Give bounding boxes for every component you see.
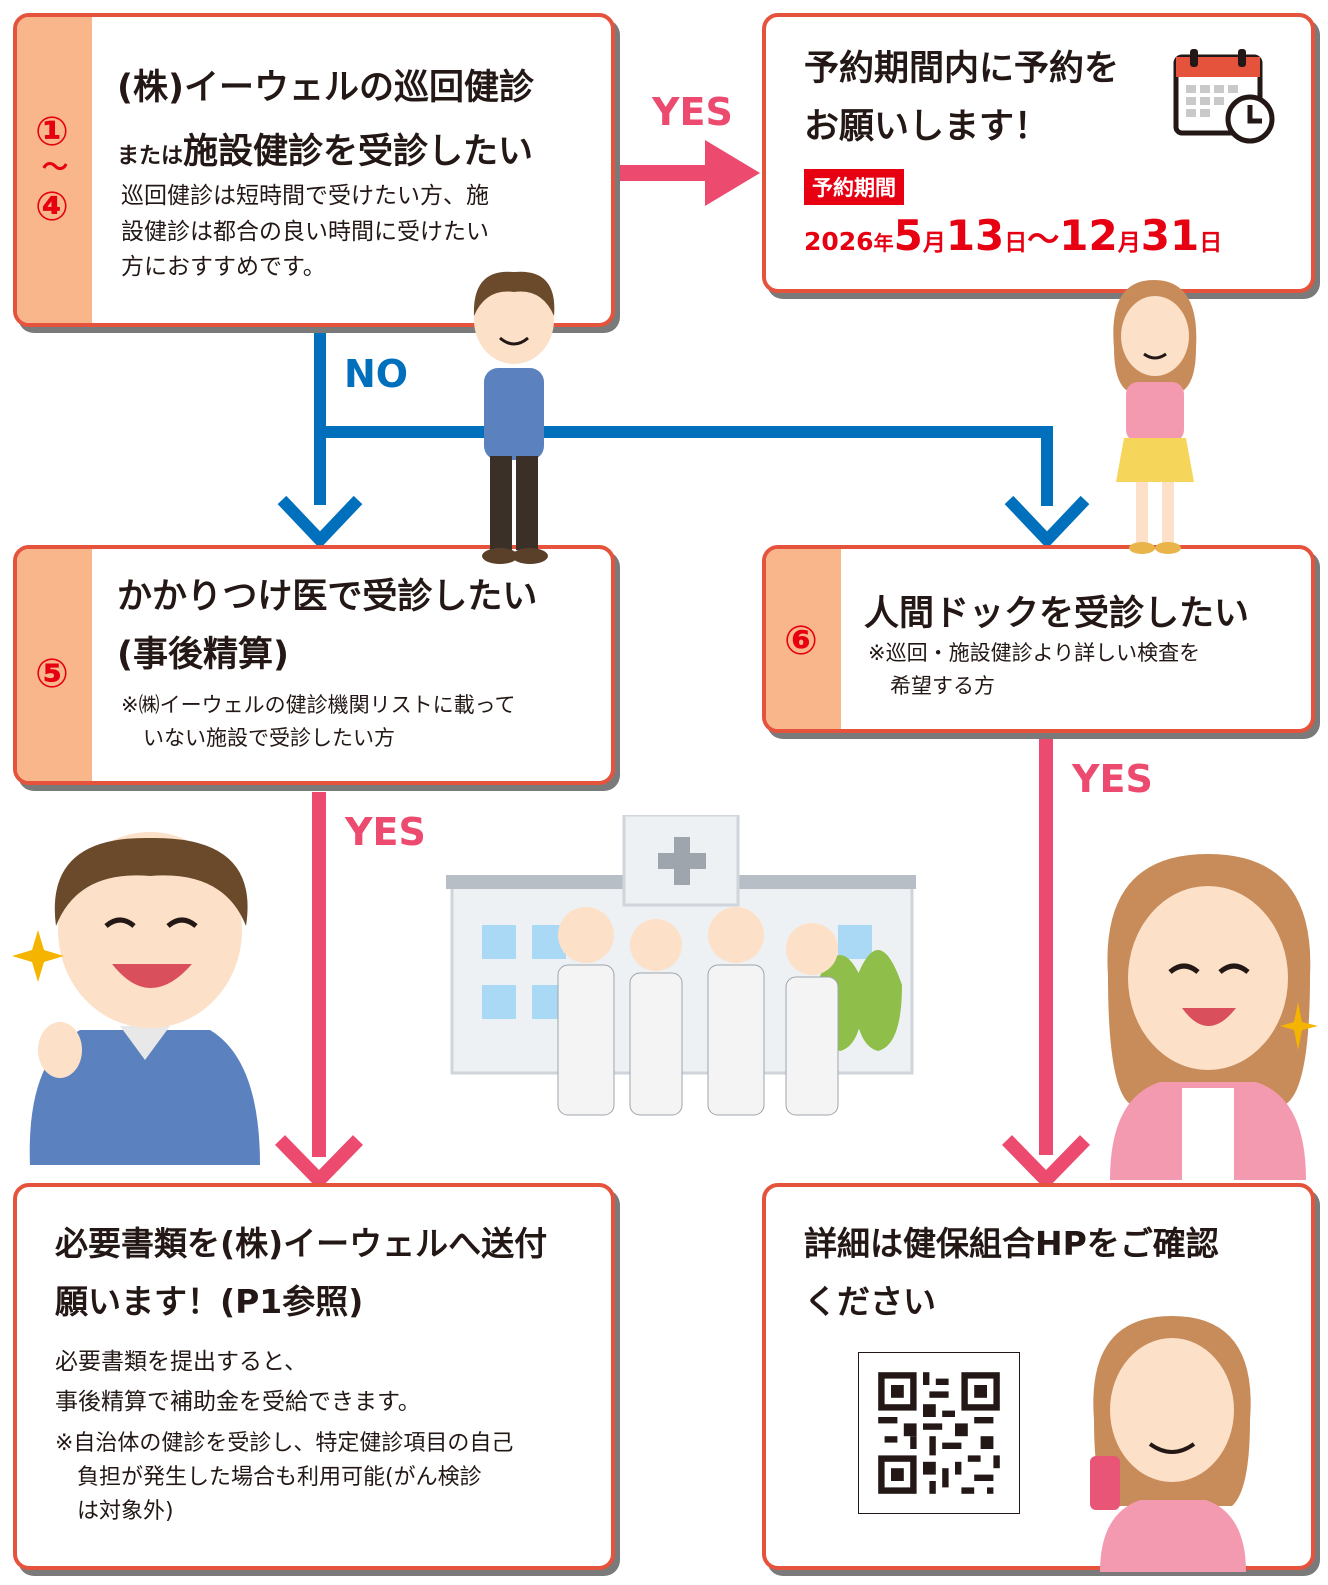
- character-man-standing: [473, 271, 555, 564]
- yes-arrow-right: [1001, 735, 1091, 1191]
- box-title: 人間ドックを受診したい: [864, 594, 1250, 634]
- hospital-illustration: [446, 815, 916, 1116]
- step-number-start: ①: [35, 109, 69, 155]
- box-note: ※自治体の健診を受診し、特定健診項目の自己 負担が発生した場合も利用可能(がん検…: [55, 1427, 513, 1529]
- yes-label-right: YES: [1072, 757, 1153, 801]
- box-mobile-facility-checkup: ① ～ ④ (株)イーウェルの巡回健診 または施設健診を受診したい 巡回健診は短…: [13, 13, 615, 327]
- period-year-unit: 年: [873, 231, 894, 255]
- box-title-line1: (株)イーウェルの巡回健診: [117, 68, 534, 108]
- title-line: (事後精算): [117, 634, 289, 675]
- note-line: 方におすすめです。: [121, 254, 326, 281]
- period-month-unit: 月: [1117, 230, 1141, 256]
- yes-label-left: YES: [345, 810, 426, 854]
- period-day-unit: 日: [1199, 230, 1223, 256]
- step-tab: [17, 549, 92, 781]
- phone-icon: [1090, 1456, 1120, 1510]
- period-end-month: 12: [1059, 211, 1118, 260]
- box-body: 必要書類を提出すると、 事後精算で補助金を受給できます。: [55, 1342, 421, 1423]
- character-man-cheering: [12, 832, 261, 1165]
- box-family-doctor: ⑤ かかりつけ医で受診したい (事後精算) ※㈱イーウェルの健診機関リストに載っ…: [13, 545, 615, 785]
- sparkle-icon: [12, 930, 64, 982]
- note-line: いない施設で受診したい方: [143, 725, 395, 750]
- body-line: 必要書類を提出すると、: [55, 1349, 308, 1375]
- box-title-line2: または施設健診を受診したい: [117, 123, 533, 174]
- step-number-end: ④: [35, 184, 69, 230]
- note-line: ※巡回・施設健診より詳しい検査を: [868, 641, 1201, 665]
- note-line: ※自治体の健診を受診し、特定健診項目の自己: [55, 1431, 514, 1456]
- yes-arrow-top: [618, 140, 760, 206]
- step-number: ⑤: [35, 651, 69, 697]
- step-tab: [766, 549, 841, 729]
- title-line: お願いします！: [804, 106, 1050, 147]
- yes-arrow-left: [274, 792, 364, 1191]
- sparkle-icon: [1280, 1002, 1318, 1050]
- box-note: ※巡回・施設健診より詳しい検査を 希望する方: [868, 637, 1200, 702]
- box-note: ※㈱イーウェルの健診機関リストに載って いない施設で受診したい方: [121, 689, 516, 754]
- box-submit-documents: 必要書類を(株)イーウェルへ送付 願います！(P1参照) 必要書類を提出すると、…: [13, 1183, 615, 1570]
- box-reservation: 予約期間内に予約を お願いします！ 予約期間 2026年5月13日～12月31日: [762, 13, 1315, 293]
- yes-label-top: YES: [652, 90, 733, 134]
- note-line: 設健診は都合の良い時間に受けたい: [121, 218, 489, 245]
- character-woman-cheering: [1107, 854, 1311, 1180]
- box-title: 詳細は健保組合HPをご確認 ください: [804, 1215, 1219, 1331]
- period-start-month: 5: [893, 211, 923, 260]
- calendar-clock-icon: [1173, 49, 1275, 144]
- note-line: ※㈱イーウェルの健診機関リストに載って: [121, 693, 516, 717]
- box-title: かかりつけ医で受診したい (事後精算): [117, 569, 537, 685]
- period-tilde: ～: [1027, 220, 1060, 258]
- title-prefix: または: [117, 144, 184, 169]
- note-line: 希望する方: [890, 673, 995, 698]
- title-line: 詳細は健保組合HPをご確認: [804, 1224, 1219, 1263]
- character-woman-standing: [1113, 280, 1197, 554]
- note-line: 負担が発生した場合も利用可能(がん検診: [77, 1465, 482, 1491]
- period-end-day: 31: [1140, 211, 1200, 260]
- period-year: 2026: [804, 227, 874, 256]
- box-note: 巡回健診は短時間で受けたい方、施 設健診は都合の良い時間に受けたい 方におすすめ…: [121, 179, 489, 286]
- title-line: 予約期間内に予約を: [804, 49, 1120, 89]
- title-line: 願います！(P1参照): [55, 1281, 364, 1321]
- title-line: ください: [804, 1281, 936, 1321]
- qr-code[interactable]: [858, 1352, 1020, 1514]
- box-health-dock: ⑥ 人間ドックを受診したい ※巡回・施設健診より詳しい検査を 希望する方: [762, 545, 1315, 733]
- step-number: ⑥: [784, 618, 818, 664]
- period-month-unit: 月: [922, 230, 946, 256]
- note-line: は対象外): [77, 1499, 174, 1525]
- period-badge: 予約期間: [804, 169, 904, 205]
- title-line: 必要書類を(株)イーウェルへ送付: [55, 1224, 548, 1263]
- period-start-day: 13: [945, 211, 1005, 260]
- body-line: 事後精算で補助金を受給できます。: [55, 1389, 421, 1416]
- title-line: かかりつけ医で受診したい: [117, 577, 538, 617]
- note-line: 巡回健診は短時間で受けたい方、施: [121, 183, 489, 209]
- step-tab: [17, 17, 92, 323]
- box-title: 必要書類を(株)イーウェルへ送付 願います！(P1参照): [55, 1215, 547, 1331]
- character-woman-phone: [1090, 1316, 1251, 1572]
- no-label: NO: [344, 352, 409, 396]
- title-main: 施設健診を受診したい: [183, 132, 534, 172]
- step-tilde: ～: [42, 153, 69, 183]
- qr-code-pattern: [878, 1372, 1000, 1494]
- period-dates: 2026年5月13日～12月31日: [804, 211, 1222, 260]
- box-title: 予約期間内に予約を お願いします！: [804, 41, 1119, 157]
- period-day-unit: 日: [1004, 230, 1028, 256]
